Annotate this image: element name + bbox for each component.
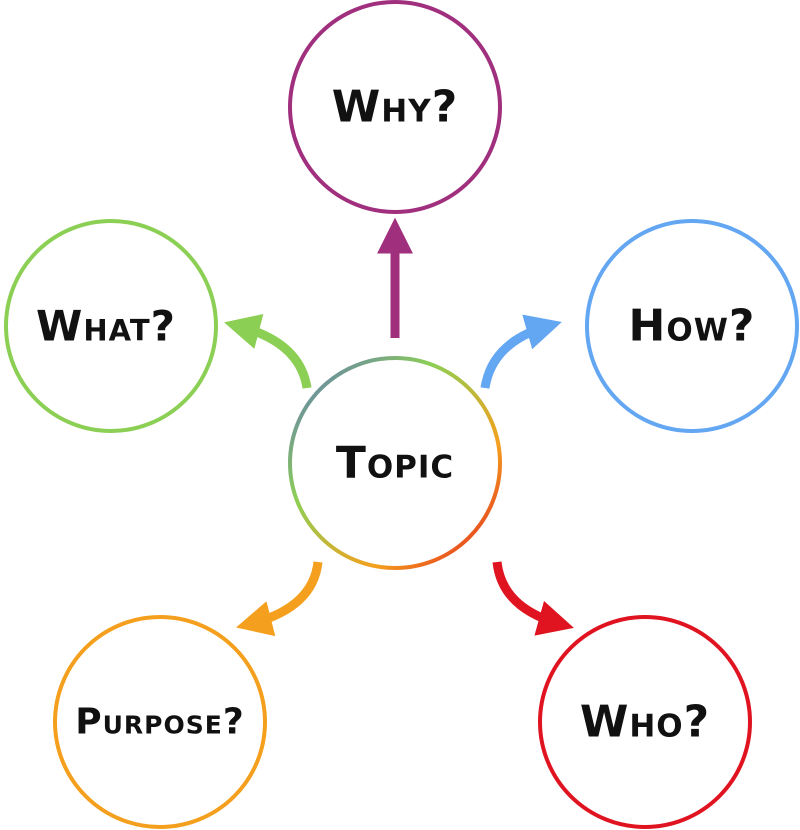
how-node-circle	[585, 219, 799, 433]
why-node: Why?	[288, 0, 502, 214]
arrow-to-purpose	[236, 561, 323, 637]
purpose-node: Purpose?	[53, 615, 267, 829]
arrow-to-who	[492, 561, 574, 636]
center-topic-node: Topic	[288, 356, 502, 570]
center-topic-label: Topic	[336, 438, 454, 489]
what-node-circle	[4, 219, 218, 433]
purpose-node-label: Purpose?	[75, 702, 244, 743]
what-node: What?	[4, 219, 218, 433]
who-node-label: Who?	[580, 697, 710, 748]
how-node-label: How?	[629, 301, 756, 352]
why-node-circle	[288, 0, 502, 214]
what-node-label: What?	[36, 302, 176, 351]
why-node-label: Why?	[332, 82, 458, 133]
who-node: Who?	[538, 615, 752, 829]
arrow-to-how	[480, 314, 562, 389]
purpose-node-circle	[53, 615, 267, 829]
arrow-to-what	[224, 313, 312, 389]
who-node-circle	[538, 615, 752, 829]
how-node: How?	[585, 219, 799, 433]
